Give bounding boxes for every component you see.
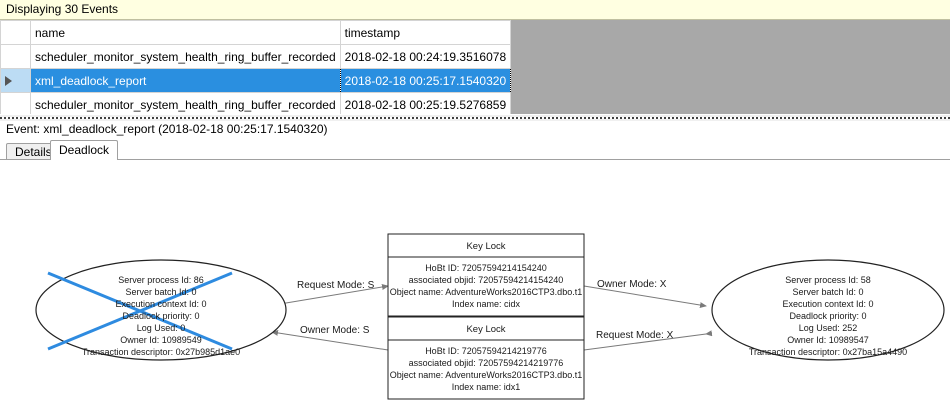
events-grid[interactable]: name timestamp scheduler_monitor_system_… — [0, 20, 512, 116]
row-selector[interactable] — [0, 68, 31, 93]
cell-name[interactable]: scheduler_monitor_system_health_ring_buf… — [30, 44, 341, 69]
keylock-top-body — [387, 256, 585, 317]
edge-label-owner-mode-s: Owner Mode: S — [300, 325, 370, 336]
process-left-line-3: Execution context Id: 0 — [115, 299, 206, 309]
cell-name[interactable]: xml_deadlock_report — [30, 68, 341, 93]
resource-node-keylock-bottom[interactable]: Key Lock HoBt ID: 72057594214219776 asso… — [387, 316, 585, 400]
edge-label-request-mode-s: Request Mode: S — [297, 280, 375, 291]
deadlock-graph-canvas[interactable]: Request Mode: S Owner Mode: X Owner Mode… — [0, 160, 950, 401]
keylock-bottom-line-2: associated objid: 72057594214219776 — [409, 358, 564, 368]
edge-label-owner-mode-x: Owner Mode: X — [597, 279, 667, 290]
table-row-selected[interactable]: xml_deadlock_report 2018-02-18 00:25:17.… — [0, 68, 512, 93]
column-header-name[interactable]: name — [30, 20, 341, 45]
process-left-line-7: Transaction descriptor: 0x27b985d1ae0 — [82, 347, 240, 357]
tab-panel-deadlock: Request Mode: S Owner Mode: X Owner Mode… — [0, 159, 950, 400]
keylock-bottom-line-4: Index name: idx1 — [452, 382, 521, 392]
process-right-line-2: Server batch Id: 0 — [792, 287, 863, 297]
horizontal-splitter[interactable] — [0, 114, 950, 121]
process-right-line-7: Transaction descriptor: 0x27ba15a4490 — [749, 347, 907, 357]
keylock-top-title: Key Lock — [466, 241, 505, 252]
keylock-bottom-title: Key Lock — [466, 324, 505, 335]
keylock-top-line-3: Object name: AdventureWorks2016CTP3.dbo.… — [390, 287, 582, 297]
tab-deadlock[interactable]: Deadlock — [50, 140, 119, 160]
table-row[interactable]: scheduler_monitor_system_health_ring_buf… — [0, 44, 512, 69]
edge-bottom-owner-left: Owner Mode: S — [271, 325, 389, 351]
edge-label-request-mode-x: Request Mode: X — [596, 330, 674, 341]
keylock-bottom-line-3: Object name: AdventureWorks2016CTP3.dbo.… — [390, 370, 582, 380]
events-grid-container[interactable]: name timestamp scheduler_monitor_system_… — [0, 20, 950, 116]
events-grid-header-row: name timestamp — [0, 20, 512, 45]
keylock-bottom-body — [387, 339, 585, 400]
process-node-right[interactable]: Server process Id: 58 Server batch Id: 0… — [711, 259, 945, 361]
deadlock-graph[interactable]: Request Mode: S Owner Mode: X Owner Mode… — [0, 160, 950, 401]
cell-name[interactable]: scheduler_monitor_system_health_ring_buf… — [30, 92, 341, 116]
row-selector-arrow-icon — [5, 76, 12, 87]
edge-left-request-top: Request Mode: S — [267, 280, 389, 307]
edge-right-request-bottom: Request Mode: X — [583, 330, 713, 351]
cell-timestamp[interactable]: 2018-02-18 00:25:19.5276859 — [339, 92, 512, 116]
resource-node-keylock-top[interactable]: Key Lock HoBt ID: 72057594214154240 asso… — [387, 233, 585, 317]
process-left-line-1: Server process Id: 86 — [118, 275, 204, 285]
events-banner-label: Displaying 30 Events — [6, 2, 119, 16]
victim-cross-icon — [47, 271, 233, 351]
row-selector[interactable] — [0, 92, 31, 116]
process-right-line-4: Deadlock priority: 0 — [789, 311, 866, 321]
keylock-top-line-4: Index name: cidx — [452, 299, 521, 309]
row-selector[interactable] — [0, 44, 31, 69]
column-header-selector — [0, 20, 31, 45]
process-ellipse-left[interactable] — [35, 259, 287, 361]
process-node-left[interactable]: Server process Id: 86 Server batch Id: 0… — [35, 259, 287, 361]
keylock-top-line-2: associated objid: 72057594214154240 — [409, 275, 564, 285]
process-right-line-3: Execution context Id: 0 — [782, 299, 873, 309]
table-row[interactable]: scheduler_monitor_system_health_ring_buf… — [0, 92, 512, 116]
cell-timestamp[interactable]: 2018-02-18 00:24:19.3516078 — [339, 44, 512, 69]
process-ellipse-right[interactable] — [711, 259, 945, 361]
process-right-line-1: Server process Id: 58 — [785, 275, 871, 285]
process-left-line-4: Deadlock priority: 0 — [122, 311, 199, 321]
keylock-top-line-1: HoBt ID: 72057594214154240 — [425, 263, 547, 273]
events-banner: Displaying 30 Events — [0, 0, 950, 20]
process-left-line-6: Owner Id: 10989549 — [120, 335, 202, 345]
edge-top-owner-right: Owner Mode: X — [583, 279, 707, 308]
keylock-bottom-line-1: HoBt ID: 72057594214219776 — [425, 346, 547, 356]
event-caption: Event: xml_deadlock_report (2018-02-18 0… — [6, 122, 328, 136]
process-left-line-5: Log Used: 0 — [137, 323, 186, 333]
cell-timestamp[interactable]: 2018-02-18 00:25:17.1540320 — [339, 68, 512, 93]
process-right-line-5: Log Used: 252 — [799, 323, 858, 333]
process-right-line-6: Owner Id: 10989547 — [787, 335, 869, 345]
column-header-timestamp[interactable]: timestamp — [339, 20, 512, 45]
tabstrip: Details Deadlock — [0, 140, 950, 160]
process-left-line-2: Server batch Id: 0 — [125, 287, 196, 297]
